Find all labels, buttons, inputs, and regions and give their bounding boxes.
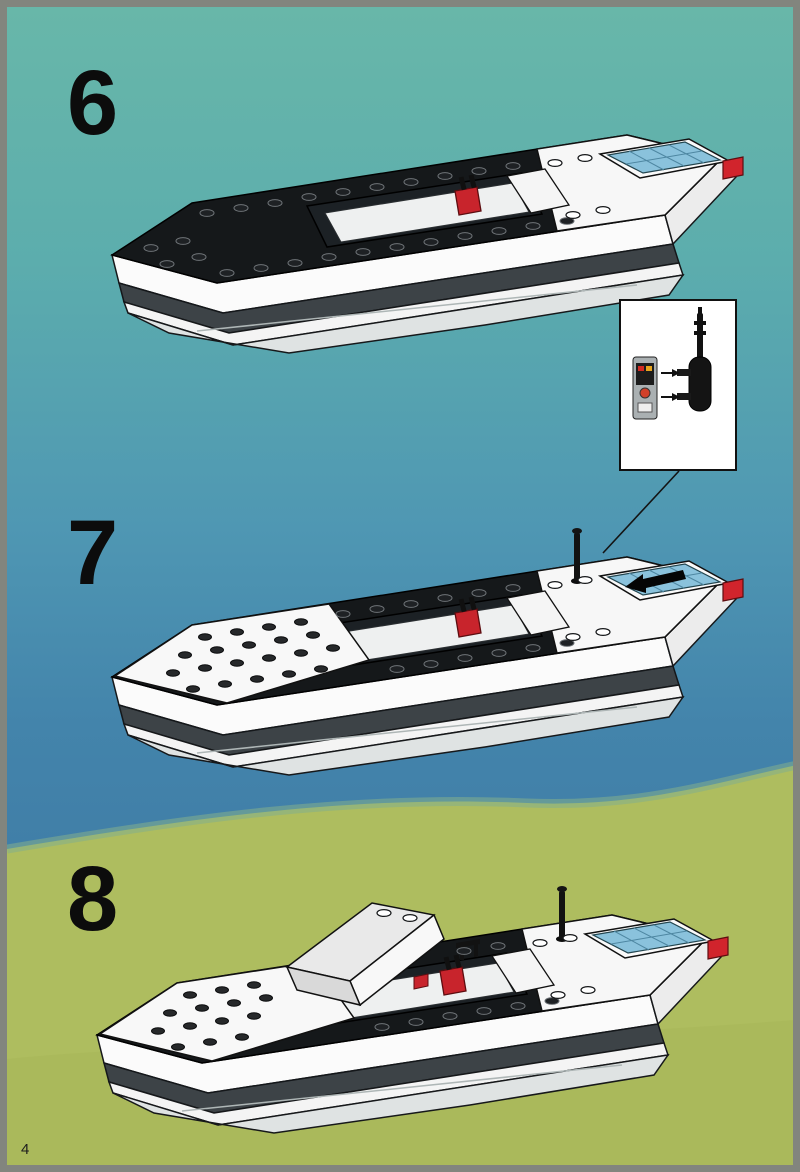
joystick-lever bbox=[571, 528, 583, 584]
step-6-number: 6 bbox=[67, 52, 118, 154]
stern-light bbox=[707, 936, 729, 960]
hull-bottom bbox=[127, 273, 685, 354]
step-8-number: 8 bbox=[67, 848, 118, 950]
step-7-number: 7 bbox=[67, 502, 118, 604]
assembly-arrow-icon bbox=[625, 570, 686, 593]
page-number: 4 bbox=[21, 1141, 30, 1158]
cabin-windscreen bbox=[285, 902, 445, 1007]
red-engine-piece bbox=[454, 174, 482, 216]
engine-box bbox=[490, 948, 556, 994]
small-red-brick bbox=[413, 973, 429, 990]
windshield bbox=[582, 918, 717, 959]
joystick-piece bbox=[677, 307, 712, 412]
hull bbox=[110, 578, 737, 776]
shore-blend-edge bbox=[7, 761, 793, 854]
step-8-boat-illustration bbox=[95, 886, 729, 1134]
stern-light bbox=[722, 578, 744, 602]
control-panel-piece bbox=[632, 356, 658, 420]
red-engine-piece bbox=[439, 954, 467, 996]
bow-plate bbox=[113, 603, 371, 704]
callout-box bbox=[619, 299, 737, 471]
callout-leader-line bbox=[602, 470, 680, 554]
engine-box bbox=[505, 590, 571, 636]
hull bbox=[95, 936, 722, 1134]
step-7-boat-illustration bbox=[110, 528, 744, 776]
red-engine-piece bbox=[454, 596, 482, 638]
stern-light bbox=[722, 156, 744, 180]
hull-bottom bbox=[127, 695, 685, 776]
hull bbox=[110, 156, 737, 354]
deck bbox=[110, 134, 724, 284]
attach-arrow-icons bbox=[661, 369, 680, 401]
engine-box bbox=[505, 168, 571, 214]
hull-bottom bbox=[112, 1053, 670, 1134]
step-6-boat-illustration bbox=[110, 134, 744, 354]
